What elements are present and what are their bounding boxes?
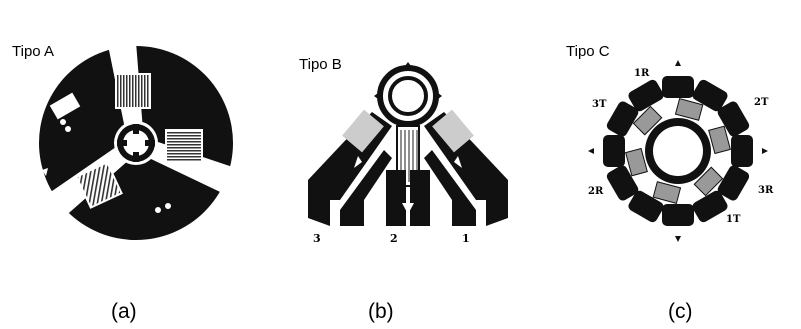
terminal-label-1: 1 (462, 232, 470, 245)
caption-a: (a) (111, 300, 137, 323)
grid-label-1r: 1R (634, 68, 650, 79)
type-label-b: Tipo B (299, 56, 342, 73)
caption-c: (c) (668, 300, 693, 323)
rosette-diagram-a (39, 43, 234, 240)
grid-a-right (165, 129, 203, 163)
grid-a-left (75, 161, 123, 209)
grid-label-1t: 1T (726, 214, 741, 225)
panel-tipo-a: Tipo A (0, 0, 260, 329)
panel-tipo-c: Tipo C (530, 0, 801, 329)
grid-label-3r: 3R (758, 185, 774, 196)
rosette-diagram-b (308, 62, 508, 226)
grid-label-2t: 2T (754, 97, 769, 108)
grid-a-top (115, 73, 151, 109)
rosette-diagram-c (588, 60, 768, 242)
terminal-label-2: 2 (390, 232, 398, 245)
caption-b: (b) (368, 300, 394, 323)
panel-tipo-b: Tipo B 3 2 (260, 0, 530, 329)
grid-label-2r: 2R (588, 186, 604, 197)
grid-label-3t: 3T (592, 99, 607, 110)
terminal-label-3: 3 (313, 232, 321, 245)
type-label-c: Tipo C (566, 43, 610, 60)
type-label-a: Tipo A (12, 43, 54, 60)
